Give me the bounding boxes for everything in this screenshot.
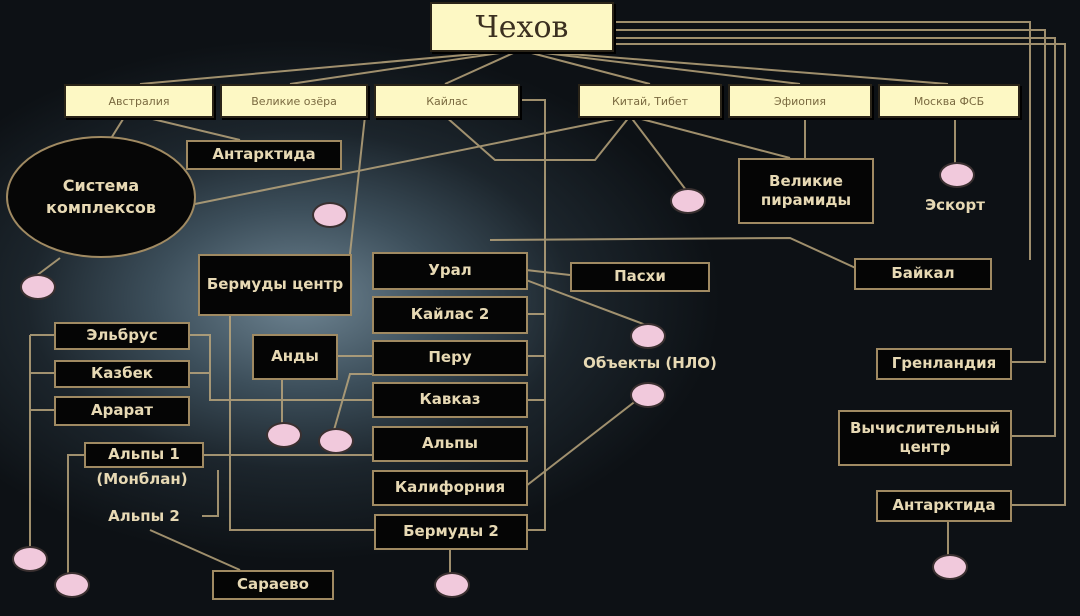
circle-marker[interactable] — [318, 428, 354, 454]
node-bermuda-2[interactable]: Бермуды 2 — [374, 514, 528, 550]
node-bermuda-center[interactable]: Бермуды центр — [198, 254, 352, 316]
node-australia[interactable]: Австралия — [64, 84, 214, 118]
circle-marker[interactable] — [670, 188, 706, 214]
node-system-complexes[interactable]: Система комплексов — [6, 136, 196, 258]
node-peru[interactable]: Перу — [372, 340, 528, 376]
circle-marker[interactable] — [12, 546, 48, 572]
circle-marker[interactable] — [630, 323, 666, 349]
node-alps[interactable]: Альпы — [372, 426, 528, 462]
node-greenland[interactable]: Гренландия — [876, 348, 1012, 380]
node-alps-1[interactable]: Альпы 1 — [84, 442, 204, 468]
node-great-pyramids[interactable]: Великие пирамиды — [738, 158, 874, 224]
circle-marker[interactable] — [932, 554, 968, 580]
label-escort: Эскорт — [925, 196, 985, 214]
label-ufo-objects: Объекты (НЛО) — [583, 354, 717, 372]
circle-marker[interactable] — [939, 162, 975, 188]
node-california[interactable]: Калифорния — [372, 470, 528, 506]
node-ethiopia[interactable]: Эфиопия — [728, 84, 872, 118]
circle-marker[interactable] — [54, 572, 90, 598]
node-china-tibet[interactable]: Китай, Тибет — [578, 84, 722, 118]
label-montblanc: (Монблан) — [96, 470, 188, 488]
node-caucasus[interactable]: Кавказ — [372, 382, 528, 418]
node-computing-center[interactable]: Вычислительный центр — [838, 410, 1012, 466]
circle-marker[interactable] — [434, 572, 470, 598]
node-easter-island[interactable]: Пасхи — [570, 262, 710, 292]
circle-marker[interactable] — [630, 382, 666, 408]
node-baikal[interactable]: Байкал — [854, 258, 992, 290]
node-sarajevo[interactable]: Сараево — [212, 570, 334, 600]
node-moscow[interactable]: Москва ФСБ — [878, 84, 1020, 118]
node-kailas-2[interactable]: Кайлас 2 — [372, 296, 528, 334]
node-antarctica-1[interactable]: Антарктида — [186, 140, 342, 170]
node-kazbek[interactable]: Казбек — [54, 360, 190, 388]
node-andes[interactable]: Анды — [252, 334, 338, 380]
node-antarctica-2[interactable]: Антарктида — [876, 490, 1012, 522]
node-alps-2[interactable]: Альпы 2 — [108, 507, 180, 526]
circle-marker[interactable] — [312, 202, 348, 228]
node-great-lakes[interactable]: Великие озёра — [220, 84, 368, 118]
node-ural[interactable]: Урал — [372, 252, 528, 290]
node-elbrus[interactable]: Эльбрус — [54, 322, 190, 350]
circle-marker[interactable] — [266, 422, 302, 448]
node-ararat[interactable]: Арарат — [54, 396, 190, 426]
circle-marker[interactable] — [20, 274, 56, 300]
node-kailas[interactable]: Кайлас — [374, 84, 520, 118]
root-node[interactable]: Чехов — [430, 2, 614, 52]
